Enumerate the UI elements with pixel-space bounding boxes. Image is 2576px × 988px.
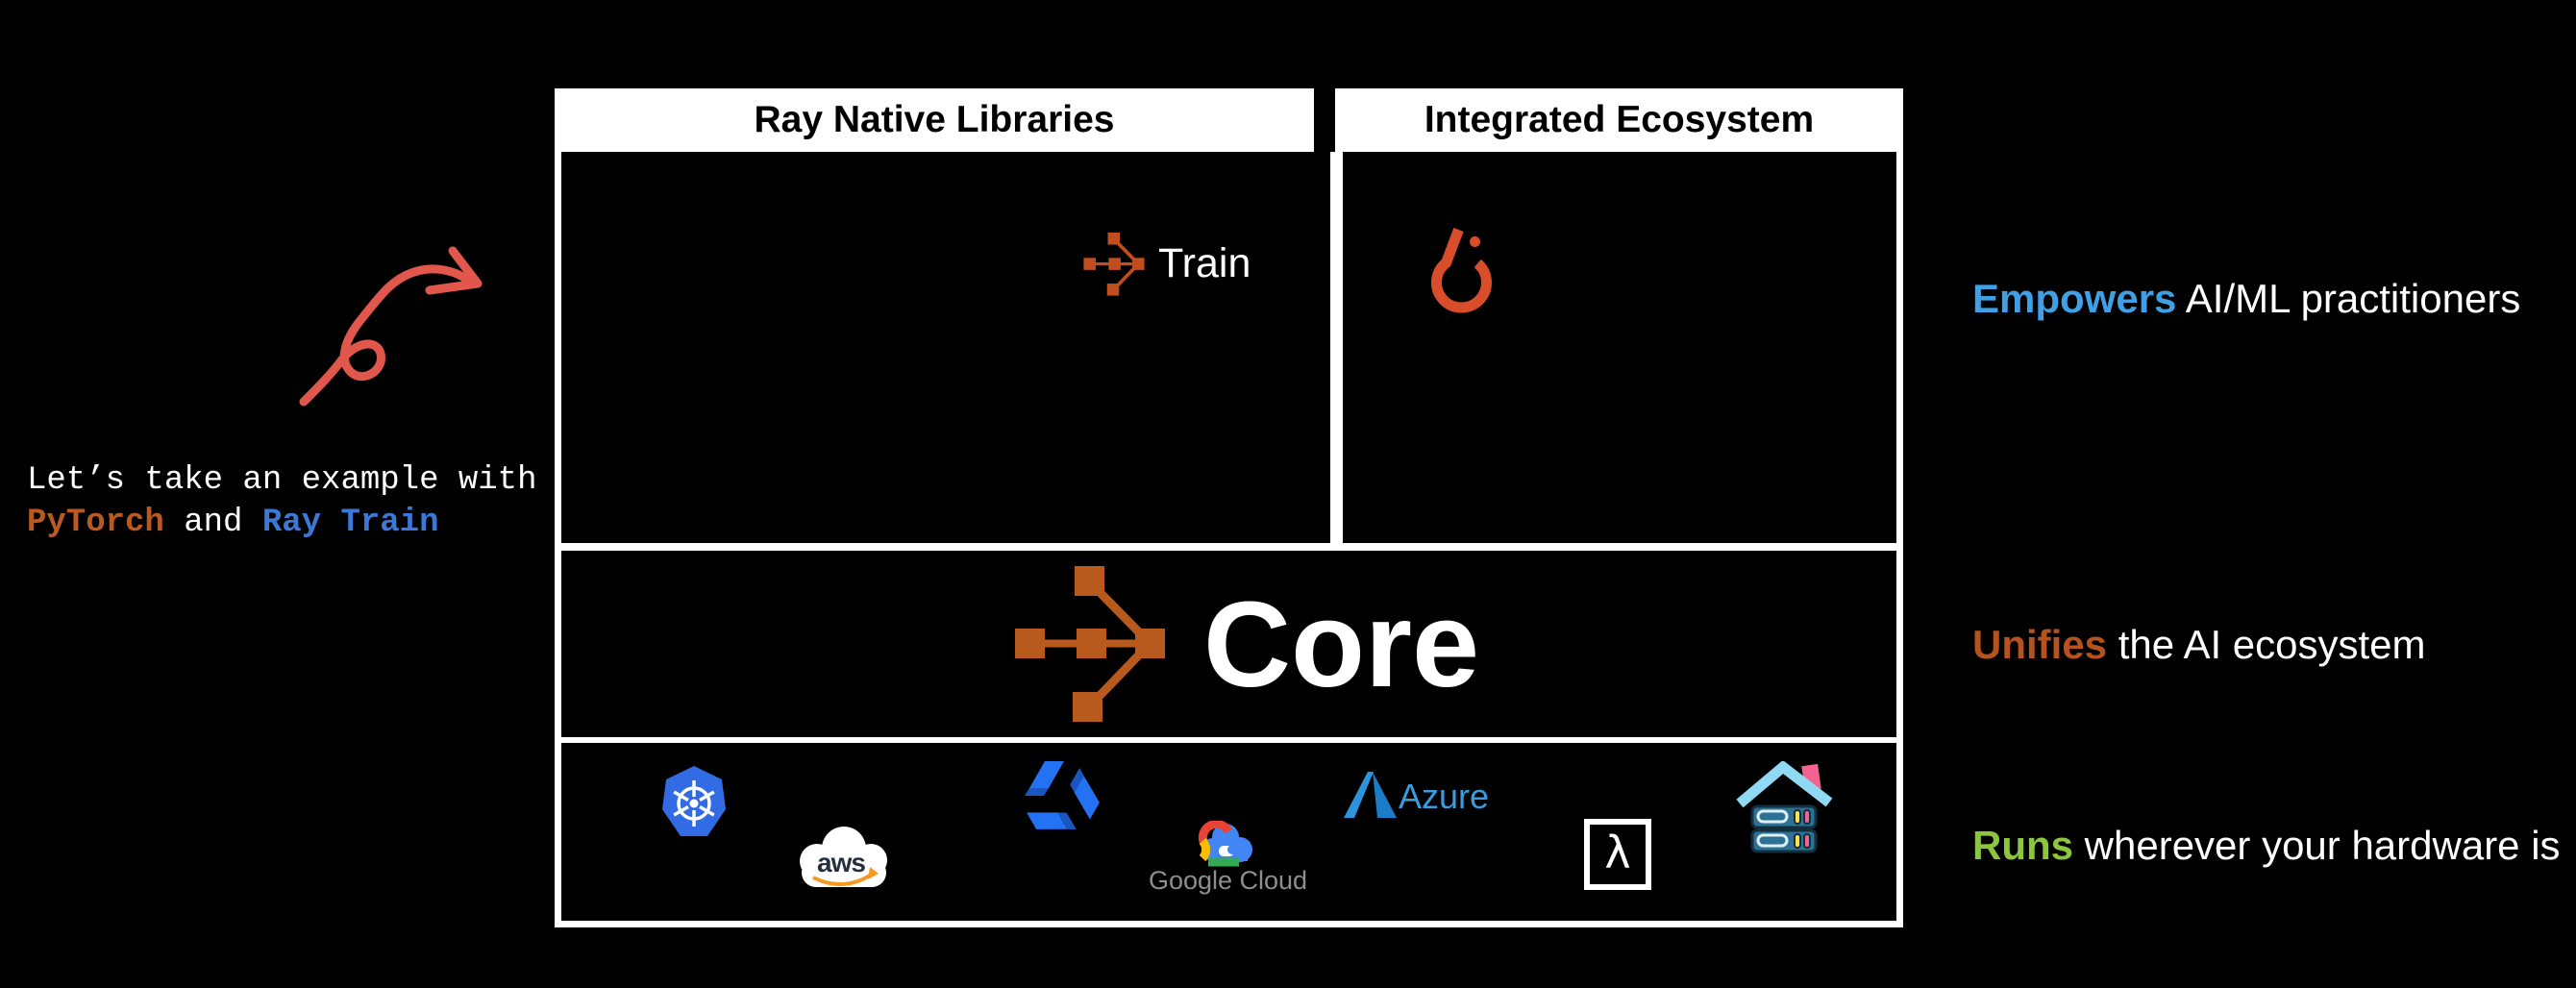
annotation-highlight: Unifies <box>1972 622 2108 667</box>
annotation-highlight: Runs <box>1972 823 2073 868</box>
google-cloud-wordmark: Google Cloud <box>1148 866 1308 895</box>
annotation-highlight: Empowers <box>1972 276 2177 321</box>
train-label: Train <box>1158 239 1251 286</box>
annotation-empowers: Empowers AI/ML practitioners <box>1972 276 2521 321</box>
annotation-runs: Runs wherever your hardware is <box>1972 823 2561 868</box>
annotation-unifies: Unifies the AI ecosystem <box>1972 622 2426 667</box>
note-line-1: Let’s take an example with <box>27 462 537 499</box>
lambda-glyph: λ <box>1604 827 1631 878</box>
pytorch-word: PyTorch <box>27 505 164 541</box>
core-box <box>561 551 1896 737</box>
azure-wordmark: Azure <box>1399 777 1490 816</box>
header-integrated-ecosystem: Integrated Ecosystem <box>1424 99 1815 140</box>
diagram-frame: Ray Native Libraries Integrated Ecosyste… <box>555 88 1903 927</box>
lambda-labs-icon: λ <box>1584 819 1651 890</box>
on-premise-hardware-icon <box>1736 761 1833 853</box>
core-label: Core <box>1203 576 1480 712</box>
ecosystem-box <box>1343 152 1896 543</box>
kubernetes-icon <box>662 766 726 836</box>
libraries-box <box>561 152 1330 543</box>
azure-icon <box>1344 772 1397 818</box>
header-ray-native-libraries: Ray Native Libraries <box>754 99 1115 140</box>
example-note: Let’s take an example with PyTorch and R… <box>27 459 565 544</box>
pytorch-logo-icon <box>1431 228 1492 313</box>
header-divider-gap <box>1314 88 1335 152</box>
ray-train-word: Ray Train <box>261 505 439 541</box>
ray-core-logo-icon <box>1015 566 1165 722</box>
aws-icon: aws <box>800 827 887 887</box>
anyscale-icon <box>1025 761 1100 837</box>
google-cloud-icon <box>1198 821 1252 867</box>
curved-arrow-icon <box>299 246 483 407</box>
note-line-2: PyTorch and Ray Train <box>27 505 439 541</box>
ray-train-logo-icon <box>1083 233 1145 296</box>
aws-wordmark: aws <box>817 848 865 877</box>
